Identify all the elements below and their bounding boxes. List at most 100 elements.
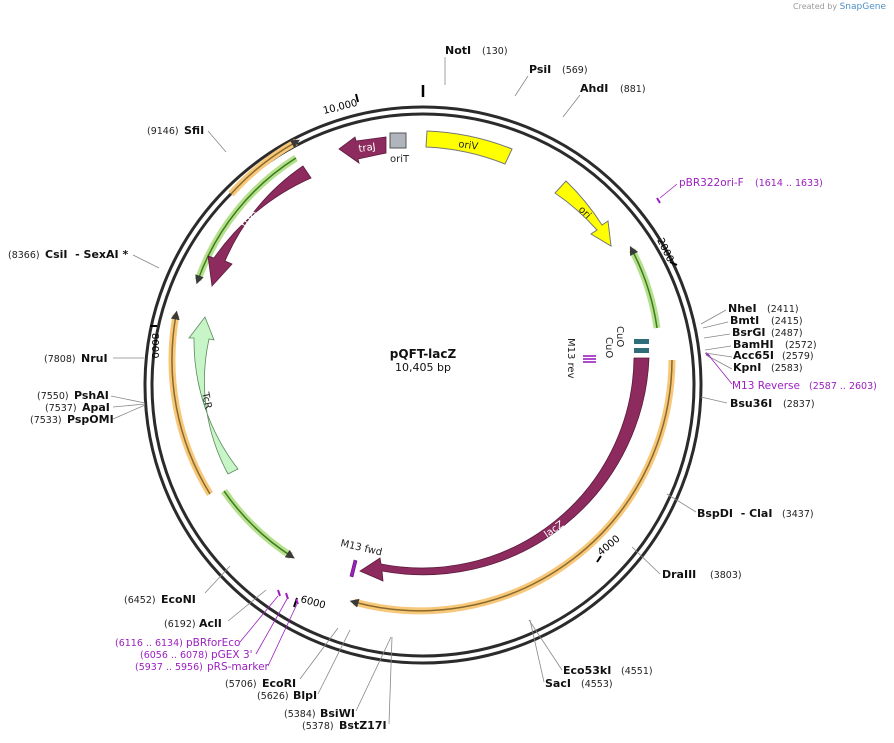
- enzyme-name-BsrGI: BsrGI: [732, 326, 765, 339]
- leader-BsiWI: [355, 636, 392, 712]
- feature-TcR: [188, 316, 239, 475]
- snapgene-watermark: Created by SnapGene: [793, 2, 886, 12]
- leader-NheI: [700, 309, 727, 325]
- primer-labels: pBR322ori-F (1614 .. 1633) M13 Reverse (…: [115, 177, 877, 673]
- green-track-left-line: [195, 157, 297, 285]
- primer-name-M13-reverse: M13 Reverse: [732, 380, 800, 392]
- enzyme-pos-PspOMI: (7533): [30, 415, 62, 426]
- leader-DraIII: [631, 546, 661, 575]
- enzyme-name-PspOMI: PspOMI: [67, 413, 114, 426]
- enzyme-name-KpnI: KpnI: [733, 361, 761, 374]
- enzyme-name-EcoNI: EcoNI: [161, 593, 196, 606]
- enzyme-pos-BspDI-ClaI: (3437): [782, 509, 814, 520]
- enzyme-pos-BsiWI: (5384): [284, 709, 316, 720]
- enzyme-pos-EcoRI: (5706): [225, 679, 257, 690]
- orange-track-right-line: [349, 359, 673, 612]
- feature-oriV: [425, 130, 513, 165]
- enzyme-pos-Bsu36I: (2837): [783, 399, 815, 410]
- feature-label-traJ: traJ: [358, 142, 376, 155]
- enzyme-name-BsiWI: BsiWI: [320, 707, 355, 720]
- enzyme-pos-NruI: (7808): [44, 354, 76, 365]
- feature-label-CuO-2: CuO: [603, 337, 614, 358]
- leader-pBR322ori-F: [659, 183, 678, 199]
- feature-label-TcR: TcR: [199, 390, 213, 410]
- enzyme-name-BlpI: BlpI: [293, 689, 317, 702]
- leader-pBRforEco: [239, 595, 279, 643]
- tick-label-10000: 10,000: [322, 98, 359, 117]
- tick-label-6000: 6000: [299, 594, 326, 611]
- enzyme-pos-KpnI: (2583): [771, 363, 803, 374]
- enzyme-name-AhdI: AhdI: [580, 82, 608, 95]
- backbone: [143, 85, 703, 665]
- leader-BmtI: [702, 321, 729, 329]
- primer-range-M13-reverse: (2587 .. 2603): [809, 381, 877, 392]
- enzyme-pos-SacI: (4553): [581, 679, 613, 690]
- primer-name-pBRforEco: pBRforEco: [186, 637, 240, 649]
- enzyme-name-CsiI-SexAI: CsiI - SexAI *: [45, 248, 128, 261]
- enzyme-pos-BsrGI: (2487): [771, 328, 803, 339]
- leader-PspOMI: [112, 404, 146, 420]
- green-track-right: [628, 248, 661, 329]
- enzyme-name-BstZ17I: BstZ17I: [339, 719, 387, 732]
- enzyme-pos-PshAI: (7550): [37, 391, 69, 402]
- orange-track-left-line: [170, 310, 211, 495]
- leader-CsiI: [132, 254, 160, 269]
- enzyme-name-Eco53kI: Eco53kI: [563, 664, 611, 677]
- primer-range-pRS-marker: (5937 .. 5956): [135, 662, 203, 673]
- tick-mark-4000: [596, 555, 602, 563]
- enzyme-pos-AhdI: (881): [620, 84, 646, 95]
- enzyme-name-SfiI: SfiI: [184, 124, 204, 137]
- backbone-outer-ring: [143, 105, 703, 665]
- leader-EcoRI: [299, 627, 339, 680]
- enzyme-name-PshAI: PshAI: [74, 389, 109, 402]
- primer-name-pRS-marker: pRS-marker: [207, 661, 270, 673]
- orange-track-top-line: [230, 139, 300, 195]
- green-track-bottom-line: [223, 490, 295, 559]
- enzyme-name-EcoRI: EcoRI: [262, 677, 296, 690]
- primer-site-pBR322ori-F: [656, 197, 661, 204]
- leader-BlpI: [317, 629, 351, 695]
- feature-label-oriV: oriV: [458, 139, 479, 153]
- leader-EcoNI: [204, 565, 231, 594]
- enzyme-name-NotI: NotI: [445, 44, 471, 57]
- snapgene-logo-text: SnapGene: [839, 2, 886, 12]
- features: oriV ori oriT traJ trfA TcR lacZ CuO CuO…: [188, 130, 711, 605]
- enzyme-name-AclI: AclI: [199, 617, 222, 630]
- enzyme-pos-DraIII: (3803): [710, 570, 742, 581]
- enzyme-name-Acc65I: Acc65I: [733, 349, 774, 362]
- leader-ApaI: [112, 403, 146, 408]
- primer-mark-M13-fwd: [349, 559, 358, 578]
- primer-site-pBRforEco: [277, 589, 281, 597]
- primer-site-pGEX3: [285, 592, 289, 600]
- leader-PshAI: [110, 395, 146, 404]
- backbone-inner-ring: [150, 112, 696, 658]
- leader-AhdI: [562, 94, 581, 118]
- enzyme-pos-SfiI: (9146): [147, 126, 179, 137]
- tick-label-8000: 8000: [149, 333, 160, 358]
- created-by-label: Created by: [793, 2, 838, 11]
- leader-PsiI: [514, 75, 529, 97]
- leader-ClaI: [666, 493, 697, 513]
- primer-name-pGEX3: pGEX 3': [211, 649, 253, 661]
- enzyme-name-ApaI: ApaI: [82, 401, 110, 414]
- primer-name-pBR322ori-F: pBR322ori-F: [679, 177, 744, 189]
- leader-AclI: [227, 589, 267, 622]
- primer-site-pRS-marker: [295, 598, 299, 605]
- leader-M13-reverse: [709, 356, 733, 385]
- enzyme-name-BamHI: BamHI: [733, 338, 774, 351]
- enzyme-name-NruI: NruI: [81, 352, 108, 365]
- enzyme-leaders: [110, 57, 733, 725]
- tick-mark-2000: [669, 261, 678, 266]
- plasmid-title: pQFT-lacZ 10,405 bp: [390, 347, 457, 374]
- leader-Acc65I: [704, 352, 733, 358]
- enzyme-pos-Acc65I: (2579): [782, 351, 814, 362]
- enzyme-pos-ApaI: (7537): [45, 403, 77, 414]
- primer-leaders: [239, 183, 733, 667]
- enzyme-labels: NotI (130) PsiI (569) AhdI (881) NheI (2…: [8, 44, 817, 732]
- plasmid-size: 10,405 bp: [395, 361, 451, 374]
- feature-lacZ: [359, 357, 650, 582]
- plasmid-name: pQFT-lacZ: [390, 347, 457, 361]
- feature-label-M13-fwd: M13 fwd: [339, 538, 383, 558]
- leader-pRS-marker: [267, 603, 298, 667]
- feature-label-M13-rev: M13 rev: [565, 338, 576, 379]
